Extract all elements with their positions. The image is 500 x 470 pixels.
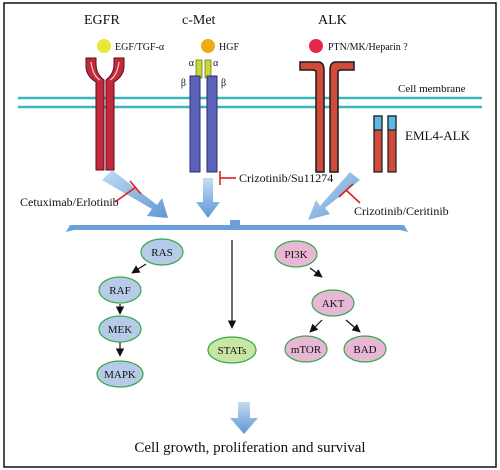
cmet-alpha-label-right: α [213,58,219,69]
membrane-label: Cell membrane [398,83,466,95]
node-akt: AKT [311,289,355,317]
frame-border [3,2,497,468]
cmet-title: c-Met [182,13,216,28]
cmet-alpha-right [204,59,212,79]
cmet-alpha-label-left: α [189,58,195,69]
signal-junction-bar [66,220,408,232]
node-raf-label: RAF [109,285,130,297]
egfr-inhibitor-icon [114,180,142,203]
arrow-ras-raf [131,263,147,274]
node-stats-label: STATs [218,345,247,357]
outcome-arrow [230,402,258,434]
node-mtor-label: mTOR [291,344,322,356]
alk-inhibitor-icon [338,183,361,204]
arrow-akt-mtor [309,319,323,333]
node-akt-label: AKT [322,298,345,310]
cmet-alpha-left [195,59,203,79]
alk-ligand-label: PTN/MK/Heparin ? [328,42,408,53]
node-mek-label: MEK [108,324,133,336]
node-pi3k-label: PI3K [284,249,307,261]
egfr-receptor [85,57,125,171]
node-bad: BAD [343,335,387,363]
cmet-receptor [189,59,218,173]
node-mek: MEK [98,315,142,343]
alk-title: ALK [318,13,347,28]
pathway-arrows [115,240,361,357]
alk-signal-arrow [308,172,360,220]
egfr-title: EGFR [84,13,120,28]
cmet-beta-label-right: β [221,78,226,89]
cmet-ligand-label: HGF [219,42,239,53]
eml4-alk-label: EML4-ALK [405,128,471,143]
alk-inhibitor-label: Crizotinib/Ceritinib [354,204,449,218]
eml4-alk-fusion [373,115,397,173]
egfr-inhibitor-label: Cetuximab/Erlotinib [20,195,119,209]
hgf-ligand-icon [201,39,215,53]
outcome-label: Cell growth, proliferation and survival [134,440,365,456]
node-stats: STATs [207,336,257,364]
node-ras: RAS [140,238,184,266]
arrow-akt-bad [345,319,361,333]
cell-membrane [18,96,482,109]
node-mtor: mTOR [284,335,328,363]
arrow-pi3k-akt [309,267,323,278]
node-ras-label: RAS [151,247,172,259]
node-mapk-label: MAPK [104,369,136,381]
alk-ligand-icon [309,39,323,53]
node-mapk: MAPK [96,360,144,388]
egf-ligand-icon [97,39,111,53]
cmet-signal-arrow [196,178,220,218]
egfr-signal-arrow [102,170,168,218]
alk-receptor [299,61,355,173]
node-bad-label: BAD [353,344,376,356]
node-raf: RAF [98,276,142,304]
cmet-inhibitor-label: Crizotinib/Su11274 [239,171,333,185]
node-pi3k: PI3K [274,240,318,268]
cmet-beta-label-left: β [181,78,186,89]
egfr-ligand-label: EGF/TGF-α [115,42,165,53]
cmet-inhibitor-icon [219,171,236,185]
